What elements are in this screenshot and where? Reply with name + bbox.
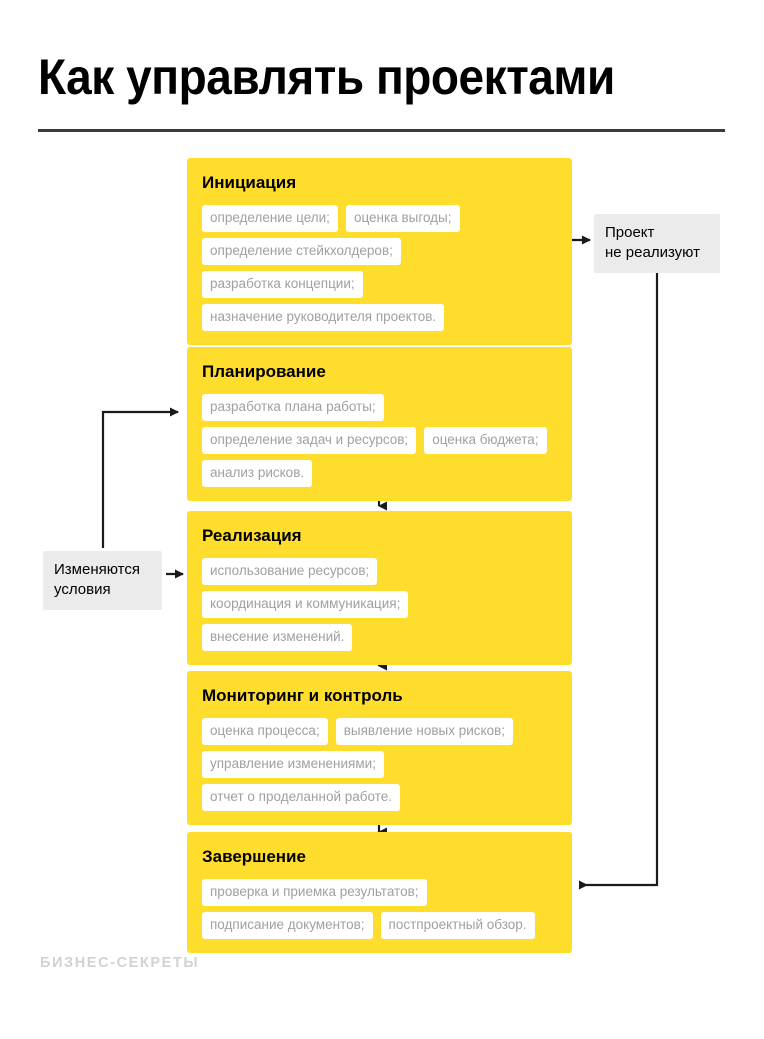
stage-tag-list: разработка плана работы; определение зад… (202, 394, 558, 487)
stage-block-planning[interactable]: Планирование разработка плана работы; оп… (187, 347, 572, 501)
stage-block-execution[interactable]: Реализация использование ресурсов; коорд… (187, 511, 572, 665)
note-line-1: Изменяются (54, 561, 140, 578)
stage-tag: разработка концепции; (202, 271, 363, 298)
stage-tag-list: использование ресурсов; координация и ко… (202, 558, 558, 651)
stage-block-initiation[interactable]: Инициация определение цели; оценка выгод… (187, 158, 572, 345)
note-project-not-realized[interactable]: Проект не реализуют (594, 214, 720, 273)
note-line-2: не реализуют (605, 244, 700, 261)
stage-title: Реализация (202, 526, 302, 545)
stage-tag: внесение изменений. (202, 624, 353, 651)
stage-tag: выявление новых рисков; (335, 718, 514, 745)
stage-tag: подписание документов; (202, 912, 373, 939)
stage-tag: анализ рисков. (202, 460, 313, 487)
stage-tag: определение задач и ресурсов; (202, 427, 417, 454)
stage-tag: оценка выгоды; (345, 205, 460, 232)
stage-block-closing[interactable]: Завершение проверка и приемка результато… (187, 832, 572, 953)
stage-tag-list: определение цели; оценка выгоды; определ… (202, 205, 558, 331)
note-line-1: Проект (605, 224, 655, 241)
stage-block-monitoring[interactable]: Мониторинг и контроль оценка процесса; в… (187, 671, 572, 825)
stage-tag: постпроектный обзор. (380, 912, 535, 939)
stage-tag: координация и коммуникация; (202, 591, 409, 618)
connector-conditions-to-planning (101, 407, 179, 548)
stage-tag-list: проверка и приемка результатов; подписан… (202, 879, 558, 939)
stage-tag: управление изменениями; (202, 751, 384, 778)
stage-tag: проверка и приемка результатов; (202, 879, 427, 906)
title-divider (38, 129, 725, 132)
stage-tag: отчет о проделанной работе. (202, 784, 400, 811)
stage-title: Инициация (202, 173, 297, 192)
stage-title: Планирование (202, 362, 326, 381)
stage-title: Мониторинг и контроль (202, 686, 403, 705)
stage-tag: использование ресурсов; (202, 558, 378, 585)
stage-tag: назначение руководителя проектов. (202, 304, 445, 331)
stage-tag: оценка процесса; (202, 718, 328, 745)
page-title: Как управлять проектами (38, 49, 615, 105)
brand-watermark: БИЗНЕС-СЕКРЕТЫ (40, 955, 200, 971)
stage-tag-list: оценка процесса; выявление новых рисков;… (202, 718, 558, 811)
stage-title: Завершение (202, 847, 306, 866)
note-conditions-change[interactable]: Изменяются условия (43, 551, 162, 610)
connector-not-realized-to-closing (579, 266, 659, 890)
stage-tag: разработка плана работы; (202, 394, 384, 421)
stage-tag: определение цели; (202, 205, 338, 232)
note-line-2: условия (54, 581, 111, 598)
stage-tag: определение стейкхолдеров; (202, 238, 401, 265)
stage-tag: оценка бюджета; (424, 427, 547, 454)
